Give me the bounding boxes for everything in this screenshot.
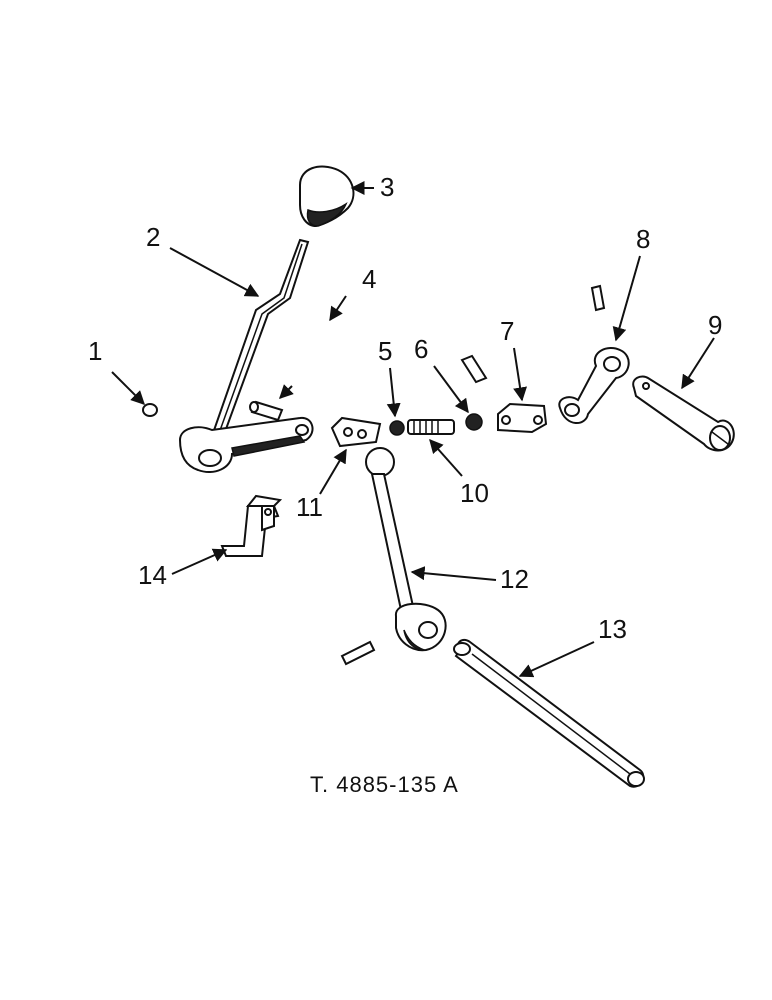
leader-11 [319, 448, 347, 495]
callout-7: 7 [500, 316, 514, 346]
leader-7 [513, 347, 528, 402]
callout-11: 11 [296, 492, 323, 522]
callout-4: 4 [362, 264, 376, 294]
callout-2: 2 [146, 222, 160, 252]
callout-9: 9 [708, 310, 722, 340]
leader-14 [171, 548, 228, 575]
ring-part [142, 403, 158, 417]
leader-10 [429, 438, 463, 477]
main-lever-part [178, 238, 314, 473]
shaft-part [453, 638, 645, 788]
leader-4 [329, 295, 347, 322]
callout-10: 10 [460, 478, 489, 508]
callout-12: 12 [500, 564, 529, 594]
leader-13 [518, 641, 595, 678]
lower-lever-part [365, 447, 447, 652]
callout-5: 5 [378, 336, 392, 366]
callout-13: 13 [598, 614, 627, 644]
bell-crank-part [558, 347, 630, 424]
callout-8: 8 [636, 224, 650, 254]
leader-6 [433, 365, 469, 414]
callout-1: 1 [88, 336, 102, 366]
threaded-stud-part [407, 419, 455, 435]
nut-part-5 [389, 420, 405, 436]
leader-1 [111, 371, 145, 405]
leader-4b [279, 384, 294, 399]
callout-14: 14 [138, 560, 167, 590]
leader-2 [169, 247, 260, 297]
leader-5 [386, 367, 401, 418]
callout-6: 6 [414, 334, 428, 364]
knob-part [299, 165, 355, 228]
leader-8 [612, 255, 641, 342]
bracket-part [220, 494, 283, 557]
pin-part-above-6 [460, 354, 488, 384]
pin-part-4 [249, 400, 284, 422]
pin-part-lower [340, 640, 376, 666]
bolt-part [632, 375, 735, 452]
callout-3: 3 [380, 172, 394, 202]
leader-9 [681, 337, 715, 390]
leader-12 [410, 566, 497, 581]
clevis-part [330, 416, 382, 448]
block-part [497, 402, 548, 434]
pin-part-above-8 [590, 284, 606, 312]
diagram-caption: T. 4885-135 A [310, 772, 459, 797]
nut-part-6 [465, 413, 483, 431]
